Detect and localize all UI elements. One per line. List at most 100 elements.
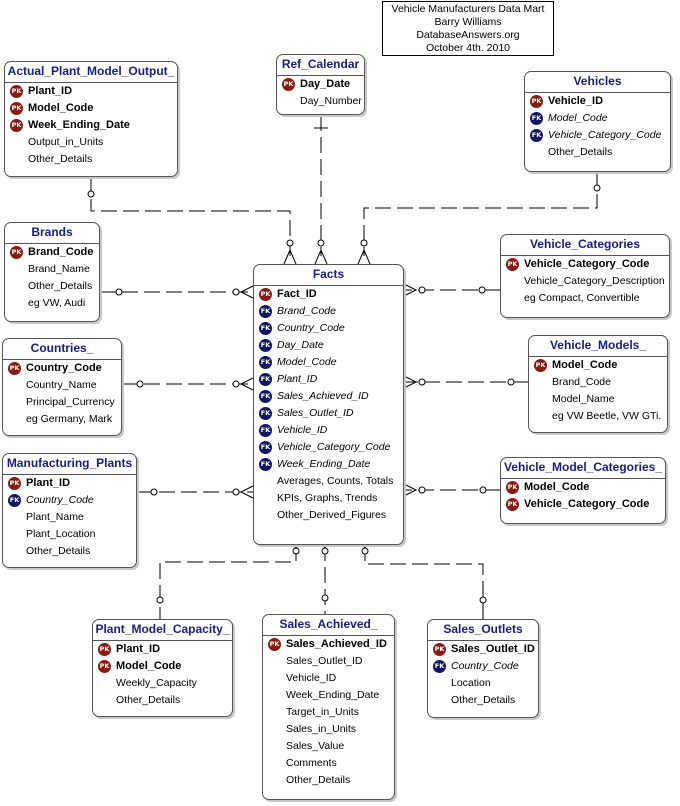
field-name: Country_Code	[277, 322, 345, 334]
primary-key-icon: PK	[98, 643, 111, 656]
foreign-key-icon: FK	[530, 112, 543, 125]
attribute-field: Brand_Code	[552, 376, 611, 388]
entity-title: Sales_Outlets	[428, 620, 538, 641]
attribute-field: Country_Name	[26, 379, 97, 391]
attribute-field: eg VW Beetle, VW GTi.	[552, 410, 662, 422]
primary-key-field: PK Model_Code	[501, 479, 665, 496]
primary-key-icon: PK	[10, 246, 23, 259]
field-name: Week_Ending_Date	[277, 458, 371, 470]
entity-title: Countries_	[3, 339, 121, 360]
attribute-field: Principal_Currency	[26, 396, 115, 408]
entity-title: Plant_Model_Capacity_	[93, 620, 232, 641]
foreign-key-field: FK Day_Date	[254, 337, 403, 354]
primary-key-icon: PK	[506, 481, 519, 494]
entity-title: Vehicle_Models_	[529, 336, 667, 357]
field-name: Model_Code	[524, 481, 590, 493]
field-name: Model_Code	[277, 356, 337, 368]
primary-key-icon: PK	[10, 102, 23, 115]
attribute-field: Output_in_Units	[28, 136, 104, 148]
field-name: Country_Code	[451, 660, 519, 672]
foreign-key-icon: FK	[433, 660, 446, 673]
attribute-field: Other_Details	[286, 774, 351, 786]
field-name: Sales_Outlet_ID	[451, 643, 535, 655]
attribute-field: Vehicle_ID	[286, 672, 337, 684]
primary-key-icon: PK	[8, 362, 21, 375]
attribute-field: Target_in_Units	[286, 706, 359, 718]
attribute-field: Other_Details	[28, 153, 93, 165]
field-name: Week_Ending_Date	[28, 119, 130, 131]
field-name: Vehicle_Category_Code	[524, 258, 650, 270]
entity-title: Manufacturing_Plants	[3, 454, 136, 475]
field-name: Brand_Code	[28, 246, 94, 258]
entity-title: Actual_Plant_Model_Output_	[5, 62, 177, 83]
entity-title: Sales_Achieved_	[263, 615, 394, 636]
attribute-field: Location	[451, 677, 491, 689]
foreign-key-icon: FK	[259, 458, 272, 471]
diagram-header: Vehicle Manufacturers Data Mart Barry Wi…	[382, 1, 554, 56]
primary-key-field: PK Model_Code	[529, 357, 667, 374]
primary-key-icon: PK	[534, 359, 547, 372]
header-date: October 4th. 2010	[425, 42, 511, 54]
attribute-field: Plant_Location	[26, 528, 96, 540]
field-name: Country_Code	[26, 494, 94, 506]
foreign-key-icon: FK	[8, 494, 21, 507]
field-name: Model_Code	[28, 102, 94, 114]
foreign-key-icon: FK	[259, 356, 272, 369]
field-name: Model_Code	[116, 660, 182, 672]
foreign-key-icon: FK	[259, 441, 272, 454]
foreign-key-icon: FK	[259, 305, 272, 318]
attribute-field: Other_Details	[116, 694, 181, 706]
field-name: Day_Date	[277, 339, 324, 351]
foreign-key-field: FK Week_Ending_Date	[254, 456, 403, 473]
attribute-field: Other_Details	[26, 545, 91, 557]
attribute-field: Other_Details	[451, 694, 516, 706]
primary-key-icon: PK	[433, 643, 446, 656]
header-site: DatabaseAnswers.org	[416, 29, 520, 41]
primary-key-field: PK Plant_ID	[3, 475, 136, 492]
field-name: Plant_ID	[26, 477, 71, 489]
attribute-field: Week_Ending_Date	[286, 689, 380, 701]
foreign-key-icon: FK	[530, 129, 543, 142]
attribute-field: Sales_Outlet_ID	[286, 655, 363, 667]
field-name: Model_Code	[552, 359, 618, 371]
primary-key-icon: PK	[8, 477, 21, 490]
foreign-key-icon: FK	[259, 339, 272, 352]
field-name: Sales_Achieved_ID	[286, 638, 387, 650]
attribute-field: Weekly_Capacity	[116, 677, 197, 689]
foreign-key-field: FK Country_Code	[3, 492, 136, 509]
attribute-field: Day_Number	[300, 95, 362, 107]
attribute-field: eg Compact, Convertible	[524, 292, 640, 304]
foreign-key-icon: FK	[259, 407, 272, 420]
field-name: Vehicle_Category_Code	[277, 441, 391, 453]
header-title: Vehicle Manufacturers Data Mart	[391, 3, 545, 15]
attribute-field: Vehicle_Category_Description	[524, 275, 665, 287]
primary-key-field: PK Sales_Outlet_ID	[428, 641, 538, 658]
attribute-field: Sales_Value	[286, 740, 345, 752]
attribute-field: Other_Details	[548, 146, 613, 158]
